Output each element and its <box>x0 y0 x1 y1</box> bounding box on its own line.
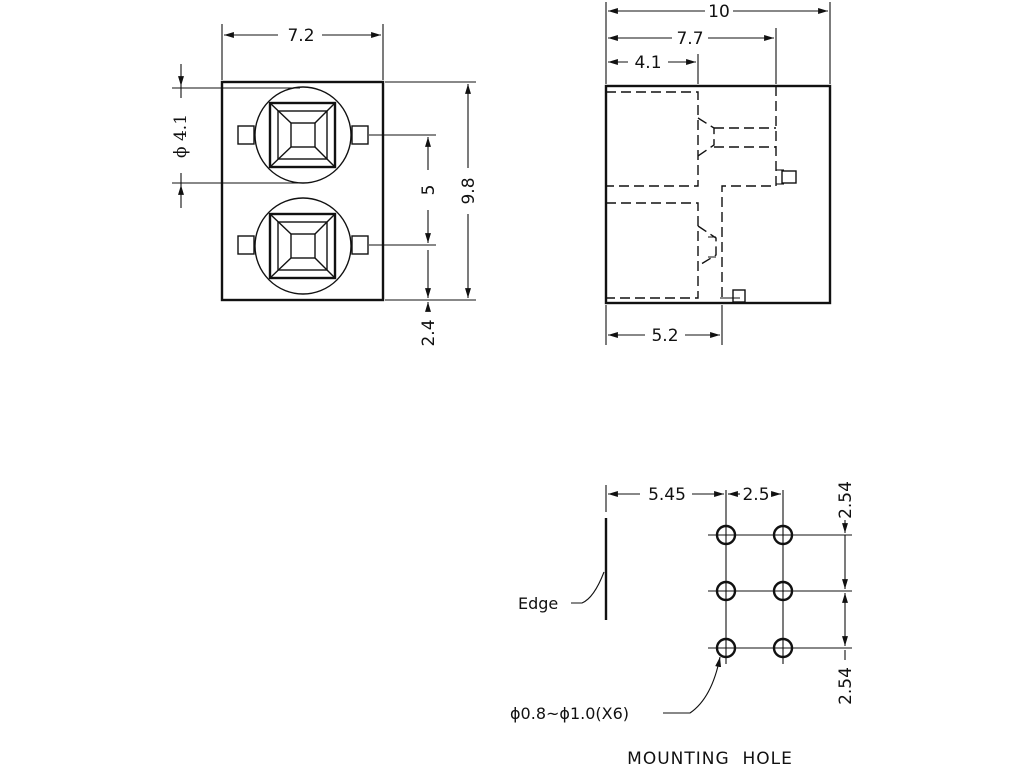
mounting-hole-view: Edge 5.45 2.5 <box>510 481 856 769</box>
dim-front-width: 7.2 <box>221 24 384 80</box>
hole-spec-leader <box>663 656 722 714</box>
lower-lens <box>237 197 369 295</box>
dim-bottom-offset: 2.4 <box>385 250 439 347</box>
upper-lens-hidden <box>606 91 699 187</box>
lower-lens-inner-square <box>290 233 316 259</box>
side-view: 10 7.7 4.1 5.2 <box>604 2 832 346</box>
upper-lens-outer-square <box>268 101 337 169</box>
front-body-outline <box>220 80 385 302</box>
dim-row-pitch-bottom: 2.54 <box>836 593 856 705</box>
dim-base-depth: 5.2 <box>605 305 723 346</box>
dim-side-length: 10 <box>605 2 831 84</box>
pin-position-label: 7.7 <box>676 29 703 49</box>
upper-right-tab <box>351 125 369 145</box>
dim-lens-diameter: ϕ 4.1 <box>171 64 300 208</box>
base-depth-label: 5.2 <box>651 326 678 346</box>
edge-label: Edge <box>518 594 558 613</box>
upper-left-tab <box>237 125 255 145</box>
lower-left-tab <box>237 235 255 255</box>
dim-row-pitch-top: 2.54 <box>836 481 856 589</box>
pin-hidden <box>721 86 777 298</box>
lens-depth-label: 4.1 <box>634 53 661 73</box>
side-body-outline <box>604 84 832 305</box>
lower-right-tab <box>351 235 369 255</box>
bottom-offset-label: 2.4 <box>419 319 439 346</box>
row-pitch-top-label: 2.54 <box>836 481 856 519</box>
column-pitch-label: 2.5 <box>742 485 769 505</box>
dim-front-height: 9.8 <box>385 81 479 301</box>
upper-lens-inner-square <box>290 122 316 148</box>
hole-spec-label: ϕ0.8~ϕ1.0(X6) <box>510 704 629 723</box>
front-width-label: 7.2 <box>287 26 314 46</box>
edge-leader <box>571 571 605 604</box>
dim-edge-offset: 5.45 <box>605 485 724 512</box>
dim-lens-depth: 4.1 <box>608 53 699 84</box>
lower-lens-hidden <box>606 202 699 299</box>
pin-spacing-label: 5 <box>419 185 439 196</box>
dim-column-pitch: 2.5 <box>728 485 781 505</box>
edge-offset-label: 5.45 <box>648 485 686 505</box>
front-view: 7.2 ϕ 4.1 5 2.4 <box>171 24 479 347</box>
dim-pin-spacing: 5 <box>369 134 439 246</box>
side-length-label: 10 <box>708 2 730 22</box>
lens-diameter-label: ϕ 4.1 <box>171 114 191 158</box>
front-height-label: 9.8 <box>459 177 479 204</box>
row-pitch-bottom-label: 2.54 <box>836 667 856 705</box>
upper-lens <box>237 86 369 184</box>
dim-pin-position: 7.7 <box>608 28 777 84</box>
hole-grid <box>708 490 852 664</box>
lower-lens-outer-square <box>268 212 337 280</box>
mounting-hole-title: MOUNTING HOLE <box>627 749 793 768</box>
